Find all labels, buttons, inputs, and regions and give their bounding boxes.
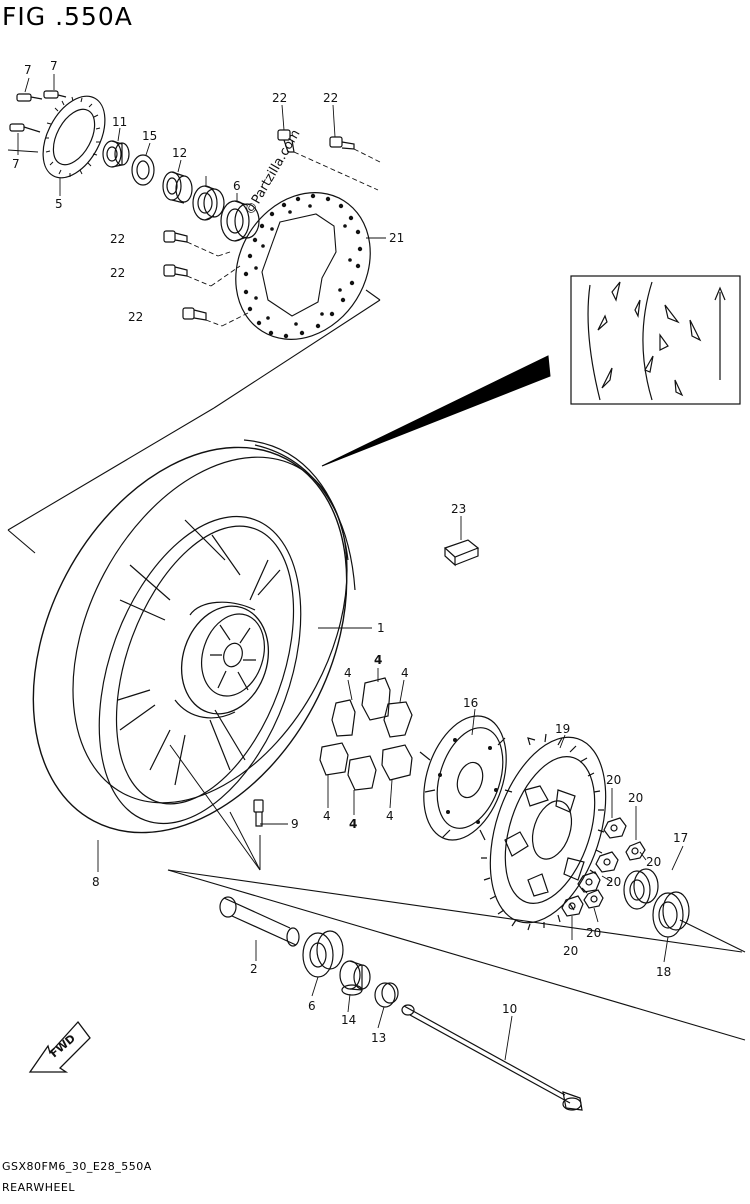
callout-5: 5 <box>55 197 63 211</box>
watermark-text: ©Partzilla.com <box>242 127 303 218</box>
callout-19: 19 <box>555 722 570 736</box>
callout-20-d: 20 <box>606 875 621 889</box>
callout-6-bottom: 6 <box>308 999 316 1013</box>
bearing-17-part <box>623 868 659 910</box>
washer-13-part <box>374 982 399 1008</box>
callout-10: 10 <box>502 1002 517 1016</box>
brake-disc-part <box>235 192 371 340</box>
sensor-rotor-part <box>42 95 106 179</box>
spacer-12-part <box>162 171 193 204</box>
callout-labels: 7 7 7 5 11 15 12 6 22 22 22 22 22 21 23 … <box>12 59 688 1045</box>
figure-title: FIG .550A <box>2 2 133 31</box>
callout-14: 14 <box>341 1013 356 1027</box>
callout-23: 23 <box>451 502 466 516</box>
disc-bolt-leaders <box>186 148 381 327</box>
wheel-leaders <box>169 627 372 871</box>
inset-pointer-arrow <box>321 355 551 467</box>
callout-12: 12 <box>172 146 187 160</box>
callout-18: 18 <box>656 965 671 979</box>
callout-4-b: 4 <box>374 653 382 667</box>
oil-seal-3-part <box>192 185 225 221</box>
callout-13: 13 <box>371 1031 386 1045</box>
bearing-11-part <box>102 140 130 168</box>
callout-1: 1 <box>377 621 385 635</box>
rear-sprocket-part <box>481 733 607 931</box>
callout-4-a: 4 <box>344 666 352 680</box>
washer-15-part <box>131 154 155 186</box>
callout-7-a: 7 <box>24 63 32 77</box>
center-spacer-part <box>219 896 300 947</box>
callout-22-d: 22 <box>110 266 125 280</box>
sprocket-carrier-part <box>419 715 513 841</box>
callout-8: 8 <box>92 875 100 889</box>
callout-20-b: 20 <box>628 791 643 805</box>
callout-6-top: 6 <box>233 179 241 193</box>
figure-model-code: GSX80FM6_30_E28_550A <box>2 1160 152 1173</box>
top-assembly-frame <box>7 149 381 554</box>
callout-4-d: 4 <box>323 809 331 823</box>
callout-2: 2 <box>250 962 258 976</box>
callout-21: 21 <box>389 231 404 245</box>
callout-20-f: 20 <box>563 944 578 958</box>
collar-14-part <box>339 960 371 996</box>
callout-4-f: 4 <box>386 809 394 823</box>
callout-22-a: 22 <box>272 91 287 105</box>
lower-assembly-frame <box>167 869 746 1041</box>
callout-4-e: 4 <box>349 817 357 831</box>
rear-wheel-part <box>98 515 302 825</box>
fwd-arrow-icon: FWD <box>28 1020 91 1073</box>
callout-11: 11 <box>112 115 127 129</box>
callout-7-c: 7 <box>12 157 20 171</box>
callout-22-e: 22 <box>128 310 143 324</box>
callout-17: 17 <box>673 831 688 845</box>
callout-22-c: 22 <box>110 232 125 246</box>
callout-4-c: 4 <box>401 666 409 680</box>
callout-9: 9 <box>291 817 299 831</box>
disc-bolt-parts <box>163 129 355 321</box>
rear-tire-part <box>32 439 356 834</box>
tire-valve-part <box>253 799 264 827</box>
callout-15: 15 <box>142 129 157 143</box>
rotor-screw-parts <box>9 90 67 133</box>
balance-weight-part <box>443 539 480 567</box>
sprocket-nut-parts <box>561 817 646 917</box>
callout-20-a: 20 <box>606 773 621 787</box>
callout-16: 16 <box>463 696 478 710</box>
callout-20-c: 20 <box>646 855 661 869</box>
bearing-6-bottom-part <box>302 930 344 978</box>
figure-section-name: REARWHEEL <box>2 1181 75 1194</box>
callout-22-b: 22 <box>323 91 338 105</box>
tread-direction-inset <box>570 275 741 405</box>
callout-20-e: 20 <box>586 926 601 940</box>
cush-damper-parts <box>319 677 413 791</box>
callout-leaders <box>17 74 684 1061</box>
oil-seal-18-part <box>652 891 690 938</box>
axle-10-part <box>401 1004 583 1111</box>
callout-7-b: 7 <box>50 59 58 73</box>
